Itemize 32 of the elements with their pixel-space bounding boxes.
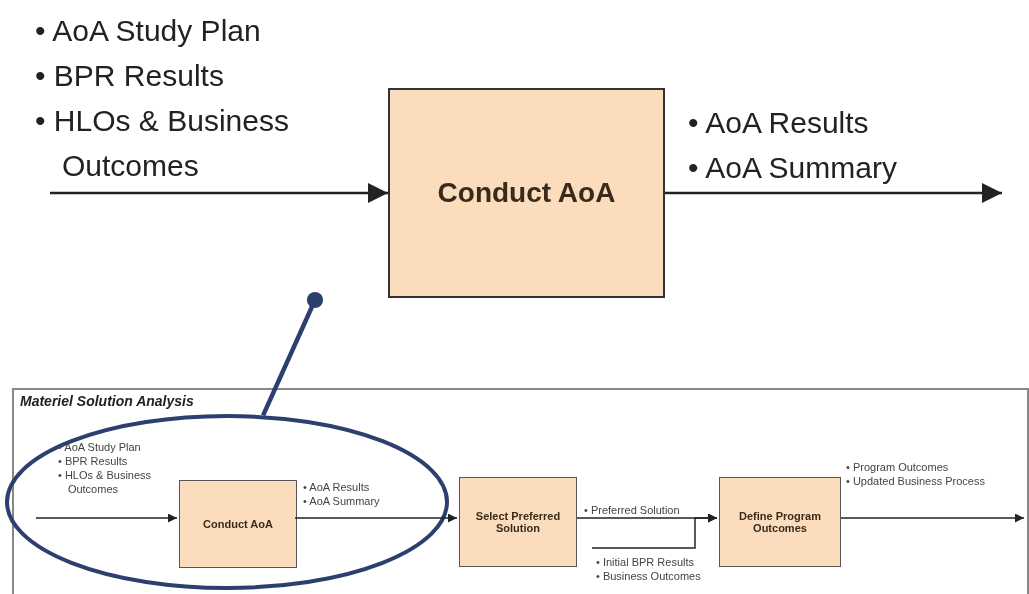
arrow [50, 183, 388, 203]
process-box [459, 477, 577, 567]
list-item: • AoA Results [303, 480, 371, 494]
list-item: • AoA Results [688, 105, 870, 141]
list-item: • BPR Results [58, 454, 129, 468]
list-item: • HLOs & Business Outcomes [35, 103, 290, 184]
process-box [719, 477, 841, 567]
arrow [838, 513, 1025, 523]
arrow [294, 513, 458, 523]
list-item: • Preferred Solution [584, 503, 681, 517]
list-item: • AoA Study Plan [35, 13, 262, 49]
highlight-ellipse [5, 414, 449, 590]
list-item: • Updated Business Process [846, 474, 986, 488]
process-label: Define Program Outcomes [738, 510, 822, 534]
list-item: • Initial BPR Results [596, 555, 695, 569]
list-item: • Business Outcomes [596, 569, 702, 583]
arrow [35, 513, 178, 523]
process-label: Conduct AoA [202, 518, 274, 530]
process-label: Conduct AoA [437, 177, 616, 209]
process-box [179, 480, 297, 568]
arrow [591, 513, 718, 549]
list-item: • AoA Study Plan [58, 440, 142, 454]
list-item: • Program Outcomes [846, 460, 950, 474]
arrow [665, 183, 1002, 203]
process-label: Select Preferred Solution [474, 510, 562, 534]
list-item: • AoA Summary [688, 150, 898, 186]
leader-line [261, 291, 324, 417]
list-item: • HLOs & Business Outcomes [58, 468, 153, 496]
list-item: • BPR Results [35, 58, 225, 94]
process-box [388, 88, 665, 298]
panel-heading: Materiel Solution Analysis [20, 393, 194, 409]
list-item: • AoA Summary [303, 494, 381, 508]
